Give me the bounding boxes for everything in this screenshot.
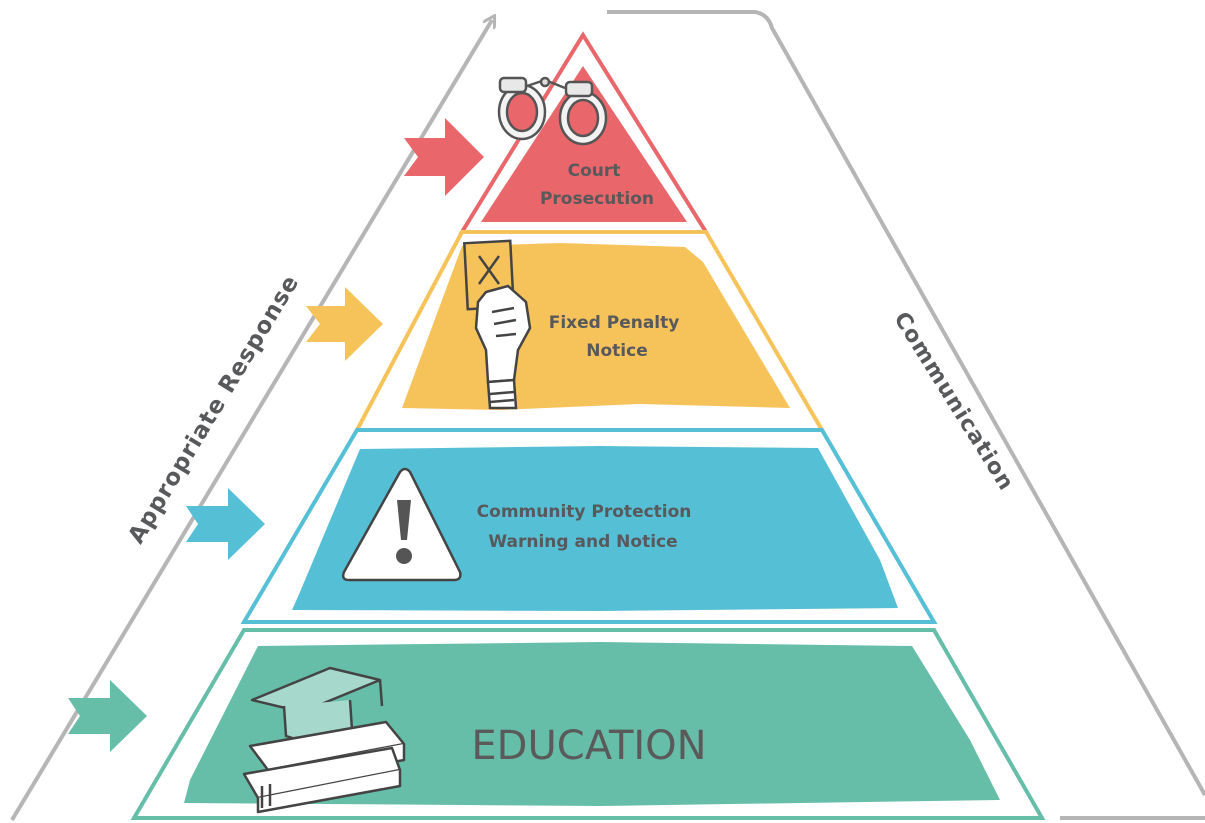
fpn-arrow-icon [306,287,383,361]
tier-court-prosecution: Court Prosecution [404,31,710,234]
fpn-label-line-1: Fixed Penalty [549,313,680,333]
tier-fixed-penalty-notice: Fixed Penalty Notice [306,230,826,432]
warning-triangle-icon [341,467,462,582]
graduation-cap-books-icon [242,666,406,814]
communication-outline [607,10,1205,820]
tier-education: EDUCATION [68,628,1046,820]
fpn-label-line-2: Notice [586,341,647,361]
court-label-line-2: Prosecution [540,189,654,209]
cpw-arrow-icon [186,488,265,560]
svg-text:Fixed Penalty Notice: Fixed Penalty Notice [549,313,686,361]
court-label-line-1: Court [568,161,621,181]
tier-community-protection: Community Protection Warning and Notice [186,428,938,624]
cpw-label-line-1: Community Protection [477,502,692,522]
svg-text:Community Protection War: Community Protection Warning and Notice [477,502,698,552]
hand-holding-card-icon [462,239,532,410]
cpw-label-line-2: Warning and Notice [488,532,677,552]
communication-label: Communication [888,308,1018,496]
education-arrow-icon [68,680,147,752]
svg-text:Court Prosecution: Court Prosecution [540,161,654,209]
handcuffs-icon [497,76,608,146]
appropriate-response-arrow [10,20,492,822]
court-arrow-icon [404,118,484,196]
education-label: EDUCATION [471,723,706,769]
